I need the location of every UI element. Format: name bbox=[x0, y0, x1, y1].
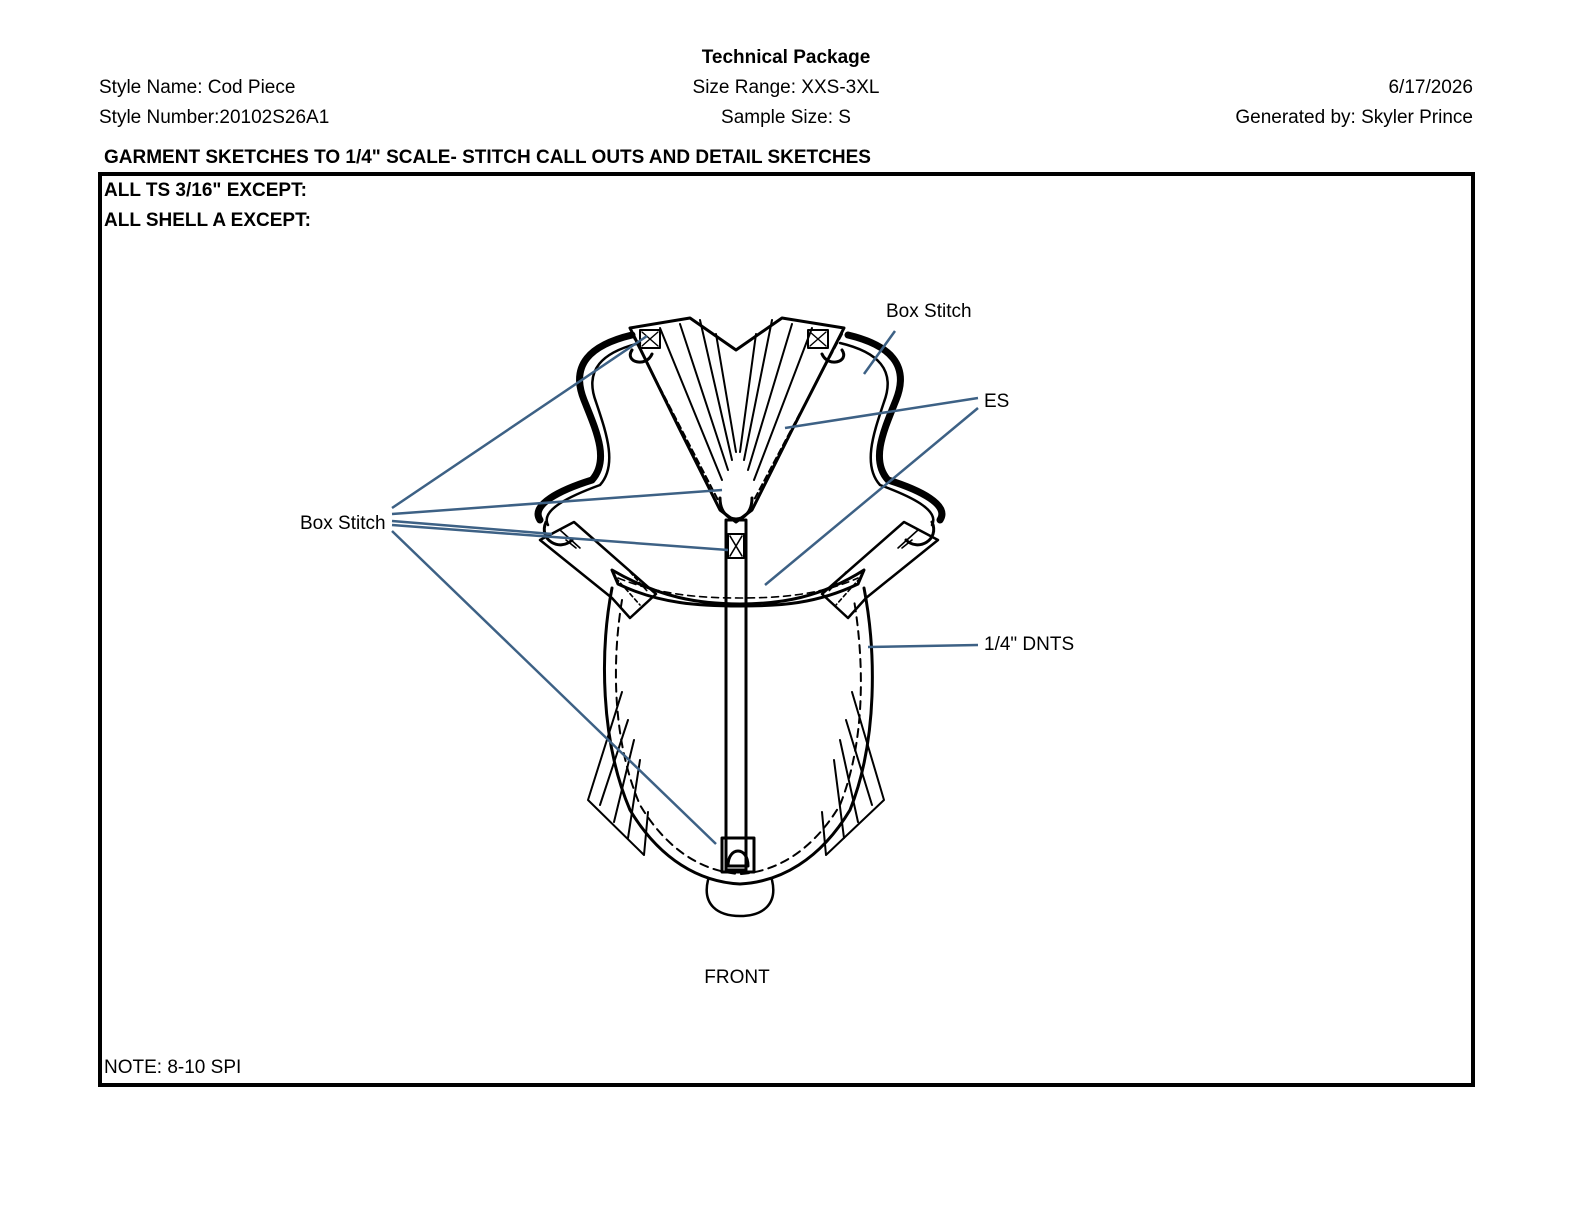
leader-box-stitch-top bbox=[862, 330, 897, 375]
leader-box-stitch-3 bbox=[391, 519, 553, 536]
pleated-bib bbox=[628, 316, 846, 524]
leader-box-stitch-2 bbox=[391, 488, 723, 516]
right-harness-strap bbox=[844, 331, 946, 524]
leader-box-stitch-4 bbox=[391, 523, 729, 552]
shell-exception-line: ALL SHELL A EXCEPT: bbox=[104, 210, 311, 231]
right-side-panel bbox=[821, 691, 885, 856]
document-title: Technical Package bbox=[701, 47, 871, 68]
leader-box-stitch-5 bbox=[391, 530, 717, 845]
pouch-outline bbox=[603, 586, 874, 886]
leader-dnts bbox=[867, 643, 979, 649]
leader-es-waistband bbox=[764, 407, 979, 586]
waistband bbox=[610, 568, 866, 608]
callout-box-stitch-left: Box Stitch bbox=[300, 513, 386, 534]
callout-es: ES bbox=[984, 391, 1010, 412]
spi-note: NOTE: 8-10 SPI bbox=[104, 1057, 242, 1078]
left-harness-strap bbox=[534, 331, 636, 524]
lower-lobe bbox=[705, 878, 775, 918]
leader-es-bib bbox=[784, 396, 979, 430]
sketch-frame bbox=[98, 172, 1475, 1087]
size-range: Size Range: XXS-3XL bbox=[692, 77, 880, 98]
callout-box-stitch-top: Box Stitch bbox=[886, 301, 972, 322]
callout-leaders bbox=[391, 330, 979, 845]
style-name: Style Name: Cod Piece bbox=[99, 77, 296, 98]
view-label-front: FRONT bbox=[704, 967, 770, 988]
leader-box-stitch-1 bbox=[391, 334, 648, 510]
sample-size: Sample Size: S bbox=[721, 107, 851, 128]
style-number: Style Number:20102S26A1 bbox=[99, 107, 330, 128]
ts-exception-line: ALL TS 3/16" EXCEPT: bbox=[104, 180, 307, 201]
center-strap bbox=[724, 518, 748, 872]
pouch-stitch bbox=[614, 599, 862, 875]
callout-dnts: 1/4" DNTS bbox=[984, 634, 1075, 655]
generated-by: Generated by: Skyler Prince bbox=[1235, 107, 1473, 128]
section-heading: GARMENT SKETCHES TO 1/4" SCALE- STITCH C… bbox=[104, 147, 871, 168]
left-side-panel bbox=[587, 691, 649, 856]
document-date: 6/17/2026 bbox=[1388, 77, 1473, 98]
